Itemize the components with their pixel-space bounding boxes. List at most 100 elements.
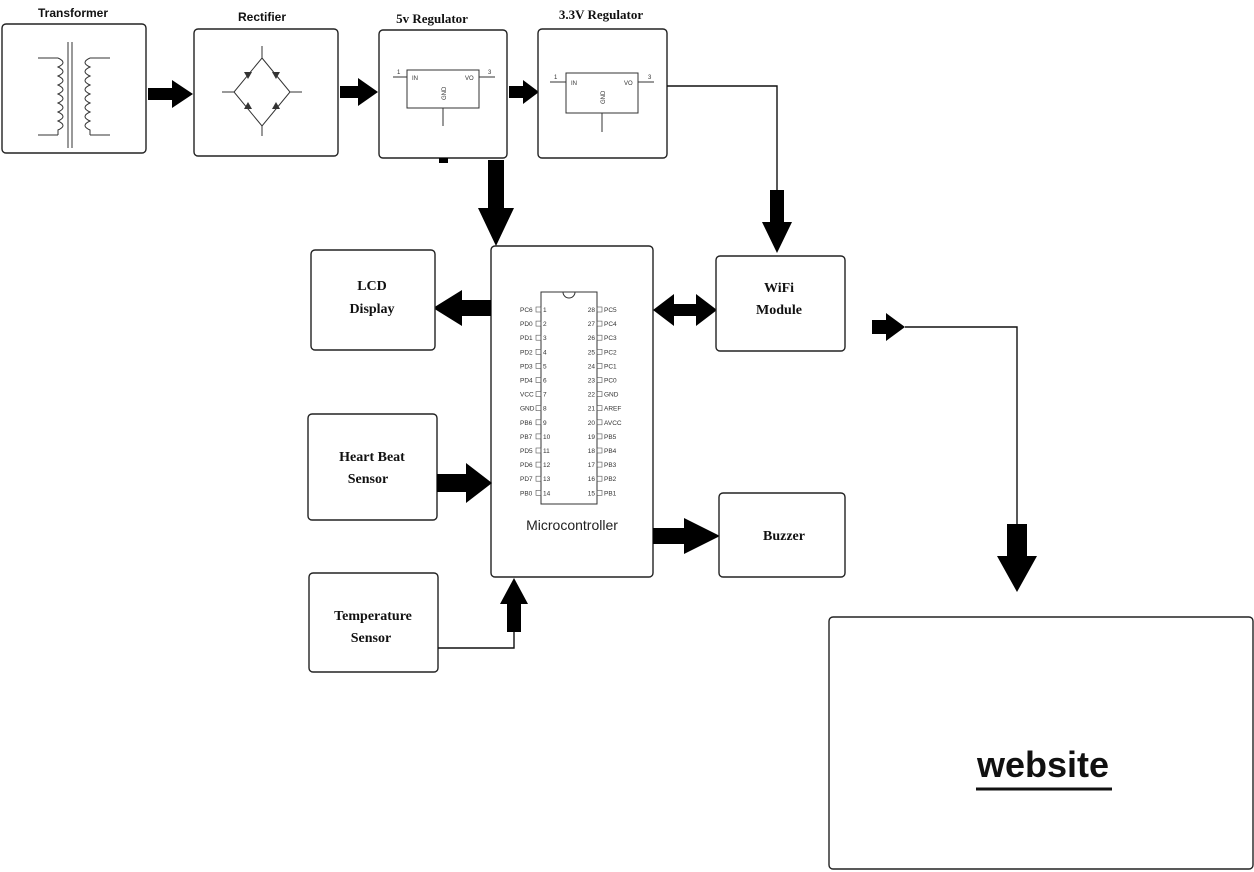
mcu-ic-notch <box>562 291 576 299</box>
ic-pin-number-right: 23 <box>588 378 596 385</box>
ic-pin-number-left: 14 <box>543 490 551 497</box>
ic-pin-left <box>535 334 542 341</box>
regulator-33v-title: 3.3V Regulator <box>559 7 643 22</box>
ic-pin-right <box>596 475 603 482</box>
ic-pin-number-right: 26 <box>588 335 596 342</box>
line-temperature-microcontroller <box>438 632 515 649</box>
svg-text:GND: GND <box>442 86 448 100</box>
ic-pin-label-right: PC4 <box>604 321 617 328</box>
arrow-5v-33v <box>509 80 539 104</box>
ic-pin-label-right: PC5 <box>604 307 617 314</box>
ic-pin-right <box>596 489 603 496</box>
rectifier-block: Rectifier <box>193 10 339 157</box>
transformer-box <box>1 23 147 154</box>
website-block: website <box>828 616 1254 870</box>
lcd-display-box <box>310 249 436 351</box>
ic-pin-left <box>535 363 542 369</box>
ic-pin-right <box>596 320 603 327</box>
lcd-display-block: LCD Display <box>310 249 436 351</box>
heart-beat-sensor-label-line2: Sensor <box>348 472 388 487</box>
arrow-transformer-rectifier <box>148 80 193 108</box>
ic-pin-label-left: PC6 <box>520 307 533 314</box>
ic-pin-number-left: 11 <box>543 448 550 455</box>
temperature-sensor-label-line2: Sensor <box>351 631 391 646</box>
ic-pin-number-right: 18 <box>588 448 596 455</box>
arrow-microcontroller-wifi-bidirectional <box>653 294 717 326</box>
regulator-5v-block: 5v Regulator 1 3 IN VO GND <box>378 11 508 163</box>
svg-text:GND: GND <box>601 90 607 104</box>
ic-pin-right <box>596 377 603 383</box>
ic-pin-number-right: 28 <box>588 307 596 314</box>
ic-pin-label-left: PD1 <box>520 335 533 342</box>
arrow-heart-beat-microcontroller <box>437 463 492 503</box>
wifi-module-label-line1: WiFi <box>764 281 794 296</box>
ic-pin-label-right: PC2 <box>604 349 617 356</box>
ic-pin-number-left: 5 <box>543 363 547 370</box>
arrow-wifi-out <box>872 313 905 341</box>
ic-pin-right <box>596 447 603 454</box>
svg-text:3: 3 <box>648 75 652 81</box>
regulator-5v-title: 5v Regulator <box>396 11 468 26</box>
ic-pin-label-left: PD7 <box>520 476 533 483</box>
ic-pin-label-right: AREF <box>604 406 621 413</box>
ic-pin-label-left: VCC <box>520 392 534 399</box>
ic-pin-right <box>596 306 603 313</box>
ic-pin-label-right: PB4 <box>604 448 617 455</box>
ic-pin-number-left: 12 <box>543 462 551 469</box>
arrow-wifi-website <box>997 524 1037 592</box>
regulator-5v-chip-icon: 1 3 IN VO GND <box>393 69 495 126</box>
transformer-title: Transformer <box>38 6 108 20</box>
wifi-module-label-line2: Module <box>756 303 802 318</box>
ic-pin-number-right: 20 <box>588 420 596 427</box>
ic-pin-left <box>535 405 542 412</box>
ic-pin-label-left: PD4 <box>520 378 533 385</box>
temperature-sensor-block: Temperature Sensor <box>308 572 439 673</box>
website-label: website <box>976 744 1109 785</box>
ic-pin-label-left: PD6 <box>520 462 533 469</box>
ic-pin-right <box>596 334 603 341</box>
ic-pin-left <box>535 391 542 397</box>
ic-pin-label-right: PC1 <box>604 363 617 370</box>
ic-pin-left <box>535 489 542 496</box>
ic-pin-number-right: 15 <box>588 490 596 497</box>
ic-pin-number-right: 22 <box>588 392 596 399</box>
ic-pin-number-left: 10 <box>543 434 551 441</box>
ic-pin-number-right: 27 <box>588 321 596 328</box>
regulator-33v-block: 3.3V Regulator 1 3 IN VO GND <box>537 7 668 159</box>
arrow-microcontroller-lcd <box>433 290 491 326</box>
arrow-rectifier-5v <box>340 78 378 106</box>
arrow-33v-wifi <box>762 190 792 253</box>
transformer-symbol-icon <box>38 42 110 148</box>
ic-pin-left <box>535 348 542 355</box>
heart-beat-sensor-label-line1: Heart Beat <box>339 450 405 465</box>
rectifier-title: Rectifier <box>238 10 286 24</box>
line-33v-wifi <box>667 85 778 190</box>
ic-pin-label-left: PB0 <box>520 490 533 497</box>
ic-pin-label-right: AVCC <box>604 420 622 427</box>
ic-pin-number-left: 3 <box>543 335 547 342</box>
ic-pin-right <box>596 405 603 412</box>
ic-pin-number-right: 21 <box>588 406 596 413</box>
temperature-sensor-label-line1: Temperature <box>334 609 412 624</box>
ic-pin-number-right: 17 <box>588 462 596 469</box>
ic-pin-label-left: PD2 <box>520 349 533 356</box>
ic-pin-left <box>535 306 542 313</box>
ic-pin-label-right: PB3 <box>604 462 617 469</box>
ic-pin-left <box>535 447 542 454</box>
ic-pin-number-left: 1 <box>543 307 547 314</box>
svg-text:1: 1 <box>397 70 401 76</box>
svg-text:VO: VO <box>624 81 633 87</box>
microcontroller-box <box>490 245 654 578</box>
website-box <box>828 616 1254 870</box>
heart-beat-sensor-block: Heart Beat Sensor <box>307 413 438 521</box>
ic-pin-label-left: PD0 <box>520 321 533 328</box>
regulator-5v-tab <box>439 158 448 163</box>
ic-pin-label-left: PB7 <box>520 434 533 441</box>
ic-pin-label-right: GND <box>604 392 619 399</box>
ic-pin-left <box>535 320 542 327</box>
ic-pin-label-left: PD3 <box>520 363 533 370</box>
transformer-block: Transformer <box>1 6 147 154</box>
